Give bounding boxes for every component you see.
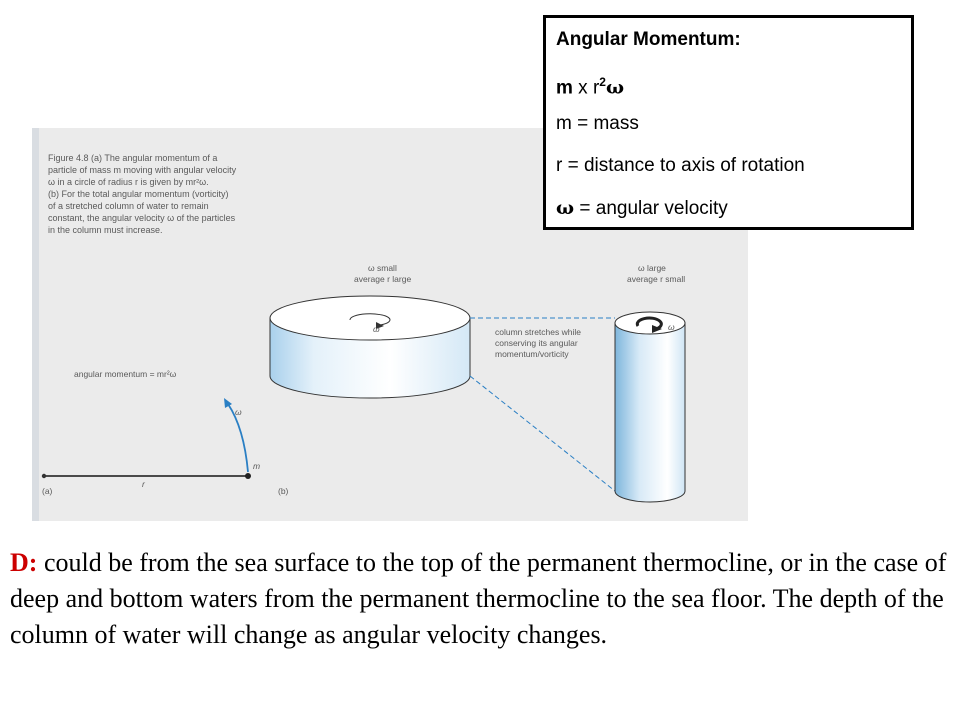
formula-omega: ω [605, 76, 625, 99]
disc-omega-label: ω [373, 324, 380, 334]
omega-definition: ω = angular velocity [556, 194, 903, 222]
page-left-edge [32, 128, 39, 521]
formula-mass-symbol: m [556, 77, 573, 99]
panel-a-label: (a) [42, 486, 53, 496]
velocity-arc-arrow [227, 403, 249, 473]
caption-line-4: (b) For the total angular momentum (vort… [48, 189, 229, 199]
angular-momentum-formula: m x r2ω [556, 68, 903, 99]
angular-momentum-title: Angular Momentum: [556, 29, 741, 50]
average-r-small-label: average r small [627, 274, 685, 284]
angular-momentum-label: angular momentum = mr²ω [74, 369, 177, 379]
mass-label: m [253, 461, 260, 471]
omega-label-a: ω [235, 407, 242, 417]
omega-large-label: ω large [638, 263, 666, 273]
stretch-note-line-1: column stretches while [495, 327, 581, 337]
cylinder-omega-label: ω [668, 322, 675, 332]
panel-a: angular momentum = mr²ω ω m r (a) [41, 369, 260, 496]
panel-b: (b) ω ω small average r large column str… [269, 263, 686, 503]
paragraph-body: could be from the sea surface to the top… [10, 548, 947, 649]
explanation-paragraph: D: could be from the sea surface to the … [10, 545, 955, 653]
wide-water-disc: ω [269, 295, 471, 399]
caption-line-3: ω in a circle of radius r is given by mr… [48, 177, 209, 187]
omega-small-label: ω small [368, 263, 397, 273]
paragraph-label: D: [10, 548, 38, 577]
caption-line-5: of a stretched column of water to remain [48, 201, 209, 211]
stretch-note-line-2: conserving its angular [495, 338, 578, 348]
particle-mass [245, 473, 251, 479]
formula-exponent: 2 [599, 75, 606, 89]
angular-momentum-box: Angular Momentum: m x r2ω m = mass r = d… [543, 15, 914, 230]
formula-times-r: x r [572, 77, 600, 99]
mass-definition: m = mass [556, 113, 639, 134]
caption-line-1: Figure 4.8 (a) The angular momentum of a [48, 153, 217, 163]
stretch-note-line-3: momentum/vorticity [495, 349, 569, 359]
caption-line-7: in the column must increase. [48, 225, 163, 235]
stretched-water-column: ω [614, 311, 686, 503]
omega-symbol: ω [556, 197, 575, 219]
radius-label: r [142, 479, 146, 489]
omega-definition-text: = angular velocity [574, 198, 728, 219]
axis-point [41, 473, 47, 479]
figure-caption: Figure 4.8 (a) The angular momentum of a… [48, 153, 237, 235]
radius-definition: r = distance to axis of rotation [556, 155, 805, 176]
panel-b-label: (b) [278, 486, 289, 496]
average-r-large-label: average r large [354, 274, 411, 284]
connector-bottom [469, 375, 616, 492]
caption-line-2: particle of mass m moving with angular v… [48, 165, 237, 175]
caption-line-6: constant, the angular velocity ω of the … [48, 213, 236, 223]
velocity-arrowhead [224, 398, 232, 408]
